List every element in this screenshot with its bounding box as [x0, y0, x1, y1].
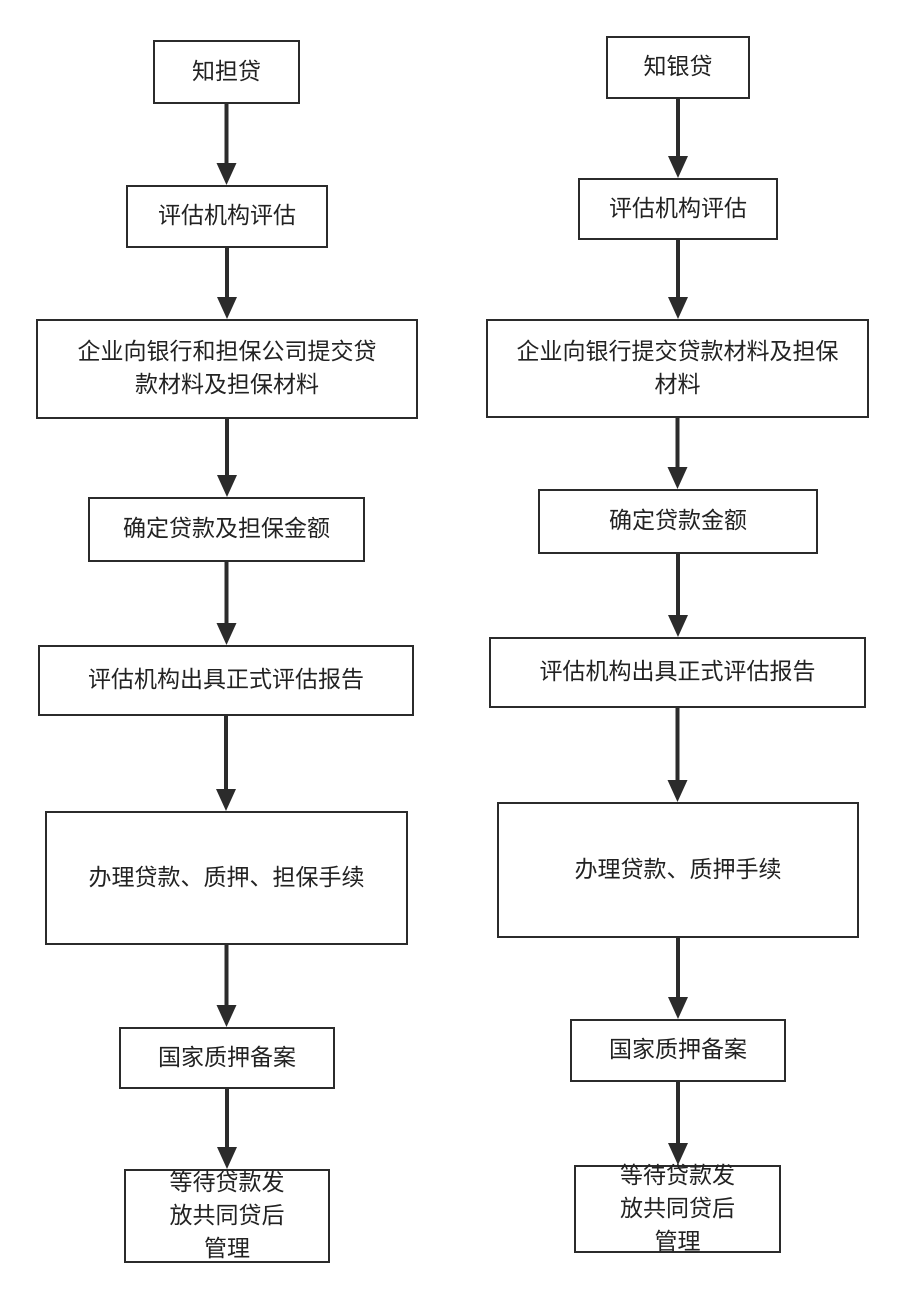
left-arrowhead-1 [216, 163, 237, 185]
right-step-4: 确定贷款金额 [538, 489, 818, 554]
left-step-5: 评估机构出具正式评估报告 [38, 645, 414, 716]
right-step-6-label: 办理贷款、质押手续 [574, 856, 782, 883]
right-step-6: 办理贷款、质押手续 [497, 802, 859, 938]
left-step-4-label: 确定贷款及担保金额 [123, 516, 330, 542]
left-arrowhead-6 [216, 1005, 237, 1027]
left-step-4: 确定贷款及担保金额 [88, 497, 365, 562]
right-arrowhead-5 [667, 780, 688, 802]
left-step-2: 评估机构评估 [126, 185, 328, 248]
right-arrowhead-4 [668, 615, 688, 637]
right-step-2-label: 评估机构评估 [609, 195, 747, 222]
left-step-1: 知担贷 [153, 40, 300, 104]
right-arrowhead-7 [668, 1143, 688, 1165]
left-step-7-label: 国家质押备案 [158, 1044, 296, 1071]
right-arrowhead-1 [668, 156, 688, 178]
left-step-6-label: 办理贷款、质押、担保手续 [88, 864, 365, 891]
left-step-5-label: 评估机构出具正式评估报告 [88, 667, 364, 693]
right-step-3: 企业向银行提交贷款材料及担保材料 [486, 319, 869, 418]
left-arrowhead-4 [216, 623, 237, 645]
left-arrowhead-7 [217, 1147, 237, 1169]
right-arrowhead-3 [667, 467, 688, 489]
left-step-2-label: 评估机构评估 [158, 203, 296, 229]
right-step-5-label: 评估机构出具正式评估报告 [539, 659, 816, 685]
left-step-3-label: 企业向银行和担保公司提交贷款材料及担保材料 [77, 339, 377, 398]
left-step-1-label: 知担贷 [192, 58, 261, 85]
right-step-7-label: 国家质押备案 [609, 1037, 747, 1063]
left-step-8-label: 等待贷款发放共同贷后管理 [169, 1169, 285, 1262]
right-step-5: 评估机构出具正式评估报告 [489, 637, 866, 708]
right-step-1: 知银贷 [606, 36, 750, 99]
left-step-7: 国家质押备案 [119, 1027, 335, 1089]
right-arrowhead-6 [668, 997, 688, 1019]
right-arrowhead-2 [668, 297, 688, 319]
left-arrowhead-2 [217, 297, 237, 319]
right-step-8: 等待贷款发放共同贷后管理 [574, 1163, 781, 1255]
right-step-4-label: 确定贷款金额 [609, 508, 747, 534]
right-step-3-label: 企业向银行提交贷款材料及担保材料 [516, 338, 839, 398]
right-step-8-label: 等待贷款发放共同贷后管理 [620, 1162, 735, 1255]
right-step-1-label: 知银贷 [643, 54, 713, 80]
left-step-8: 等待贷款发放共同贷后管理 [124, 1169, 330, 1263]
right-step-2: 评估机构评估 [578, 178, 778, 240]
left-arrowhead-3 [217, 475, 237, 497]
left-arrowhead-5 [216, 789, 236, 811]
right-step-7: 国家质押备案 [570, 1019, 786, 1082]
left-step-3: 企业向银行和担保公司提交贷款材料及担保材料 [36, 319, 418, 419]
left-step-6: 办理贷款、质押、担保手续 [45, 811, 408, 945]
